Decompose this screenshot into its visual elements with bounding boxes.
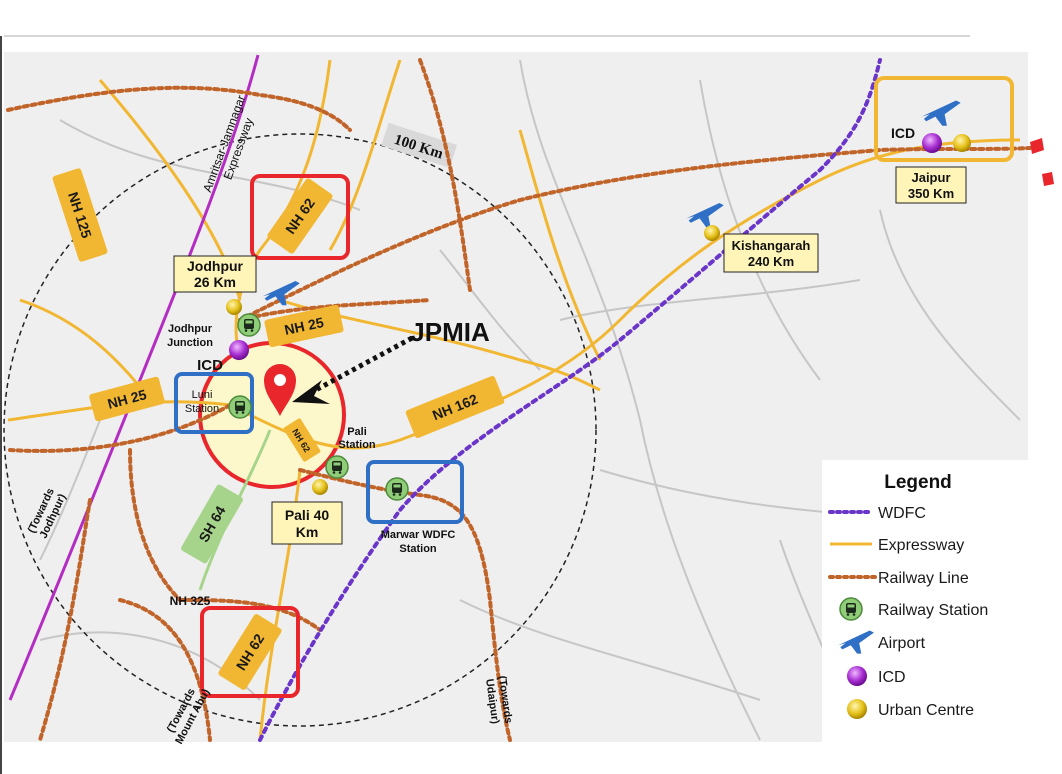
edge-marker-bottom: [1042, 172, 1054, 186]
jaipur-label-box: [895, 166, 967, 204]
jodhpur-junction-line1: Jodhpur: [168, 323, 213, 335]
jodhpur-label-line1: Jodhpur: [187, 258, 244, 274]
pali-label-line2: Km: [296, 524, 319, 540]
jaipur-icd-icon: [922, 133, 942, 153]
legend-item-icd: ICD: [878, 669, 906, 686]
radius-circle-100km: [3, 133, 597, 727]
luni-station-icon: [228, 395, 252, 419]
marwar-station-icon: [385, 477, 409, 501]
legend-item-airport: Airport: [878, 635, 926, 652]
highlight-luni-station: [174, 372, 254, 434]
jaipur-urban-centre-icon: [953, 134, 971, 152]
kishangarh-urban-centre-icon: [704, 225, 720, 241]
marwar-label-line1: Marwar WDFC: [381, 529, 456, 541]
legend-item-railway-line: Railway Line: [878, 570, 969, 587]
shield-nh62-small: NH 62: [283, 418, 321, 462]
shield-nh25-left: NH 25: [89, 376, 165, 422]
pali-station-icon: [325, 455, 349, 479]
jodhpur-icd-icon: [229, 340, 249, 360]
project-pointer-arrow: [310, 335, 414, 395]
pali-label-box: [271, 501, 343, 545]
jodhpur-urban-centre-icon: [226, 299, 242, 315]
luni-label-line2: Station: [185, 403, 219, 415]
jodhpur-junction-station-icon: [237, 313, 261, 337]
jaipur-label-line1: Jaipur: [911, 170, 950, 185]
kishangarh-label-line1: Kishangarah: [732, 238, 811, 253]
kishangarh-label-line2: 240 Km: [748, 254, 794, 269]
railway-station-icon: [839, 597, 863, 621]
marwar-label-line2: Station: [399, 543, 437, 555]
label-nh325: NH 325: [170, 594, 211, 608]
project-name-label: JPMIA: [410, 317, 490, 347]
icd-right-label: ICD: [891, 125, 915, 141]
legend-item-railway-station: Railway Station: [878, 602, 988, 619]
arrow-head-icon: [292, 380, 330, 404]
legend-item-wdfc: WDFC: [878, 505, 926, 522]
urban-centre-icon: [847, 699, 867, 719]
pali-urban-centre-icon: [312, 479, 328, 495]
highlight-nh62-top: [250, 174, 350, 260]
kishangarh-label-box: [723, 233, 819, 273]
jodhpur-label-box: [173, 255, 257, 293]
jaipur-label-line2: 350 Km: [908, 186, 954, 201]
legend-item-expressway: Expressway: [878, 537, 964, 554]
pali-station-line1: Pali: [347, 426, 367, 438]
legend-title: Legend: [884, 472, 952, 493]
highlight-jaipur: [874, 76, 1014, 162]
edge-marker-top: [1030, 138, 1044, 154]
highlight-nh62-bottom: [200, 606, 300, 698]
amritsar-jamnagar-expressway: [8, 54, 260, 701]
pali-label-line1: Pali 40: [285, 507, 330, 523]
jodhpur-label-line2: 26 Km: [194, 274, 236, 290]
icd-icon: [847, 666, 867, 686]
wdfc-corridor: [258, 58, 882, 742]
location-pin-icon: [264, 364, 296, 416]
luni-label-line1: Luni: [192, 389, 213, 401]
shield-nh125: NH 125: [52, 168, 108, 262]
legend: Legend WDFC Expressway Railway Line Rail…: [822, 460, 1028, 742]
highlight-marwar-station: [366, 460, 464, 524]
jodhpur-junction-line2: Junction: [167, 337, 213, 349]
pali-station-line2: Station: [338, 439, 376, 451]
shield-nh25-right: NH 25: [264, 304, 344, 348]
icd-left-label: ICD: [197, 357, 223, 374]
legend-item-urban-centre: Urban Centre: [878, 702, 974, 719]
